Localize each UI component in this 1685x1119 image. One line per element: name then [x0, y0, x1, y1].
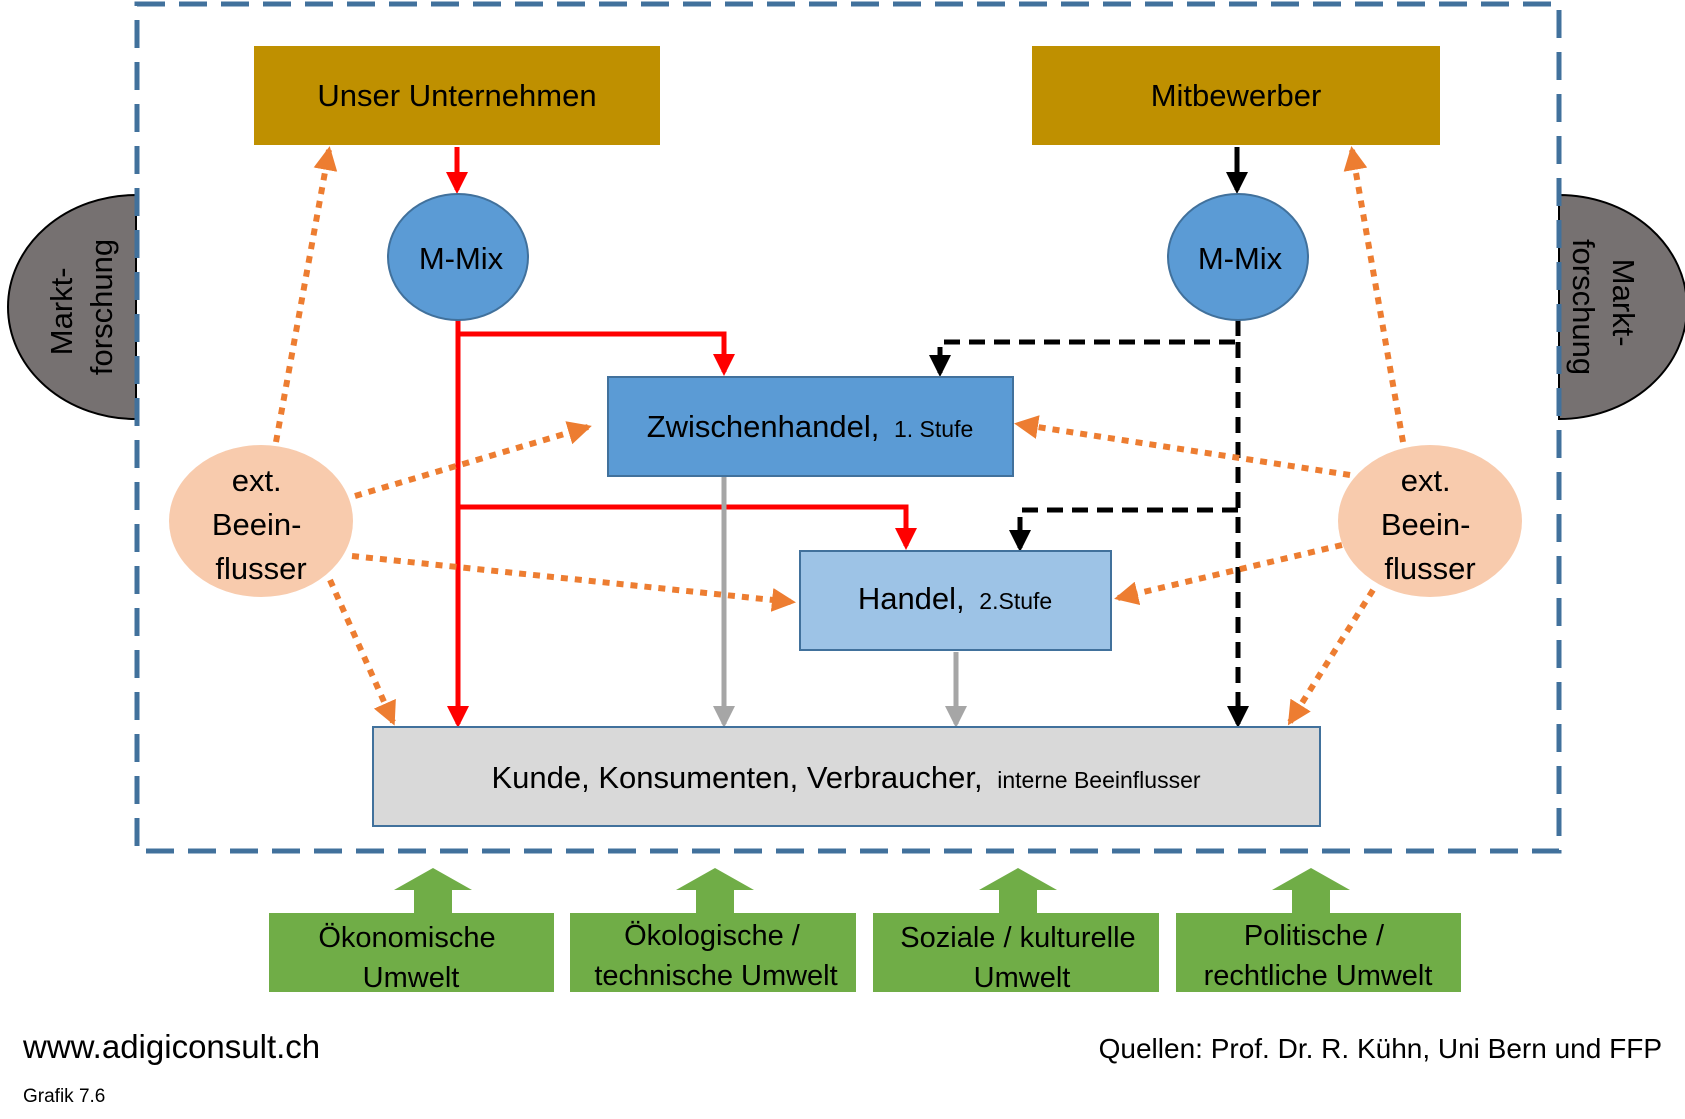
influencer-right: ext. Beein- flusser	[1338, 445, 1522, 597]
svg-text:Politische / rechtliche: Politische / rechtliche Umwelt	[1204, 920, 1433, 992]
orange-arrows-right	[1014, 146, 1406, 726]
intermediary-label: Zwischenhandel,	[647, 409, 880, 444]
mmix-right-label: M-Mix	[1198, 241, 1283, 276]
competitor-box: Mitbewerber	[1032, 46, 1440, 145]
svg-text:Handel, 2.Stufe: Handel, 2.Stufe	[858, 581, 1052, 616]
intermediary-sublabel: 1. Stufe	[894, 416, 973, 442]
svg-text:Markt- forschung: Markt- forschung	[1566, 239, 1641, 375]
retail-label: Handel,	[858, 581, 965, 616]
orange-arrow-right-to-intermediary	[1014, 415, 1351, 478]
company-box: Unser Unternehmen	[254, 46, 660, 145]
orange-arrow-left-to-retail	[351, 553, 796, 612]
svg-text:Kunde, Konsumenten, Verbrauche: Kunde, Konsumenten, Verbraucher, interne…	[491, 760, 1200, 795]
red-arrow-to-intermediary	[458, 331, 735, 376]
footer-graphic-number: Grafik 7.6	[23, 1086, 105, 1107]
environment-political-line2: rechtliche Umwelt	[1204, 960, 1433, 992]
market-research-right-line2: forschung	[1566, 239, 1601, 375]
environment-social-line1: Soziale / kulturelle	[900, 922, 1135, 954]
svg-text:Markt- forschung: Markt- forschung	[44, 239, 119, 375]
competitor-label: Mitbewerber	[1151, 78, 1322, 113]
svg-text:ext. Beein- flusse: ext. Beein- flusser	[1381, 463, 1479, 586]
retail-sublabel: 2.Stufe	[979, 588, 1052, 614]
svg-text:Zwischenhandel, 1. Stufe: Zwischenhandel, 1. Stufe	[647, 409, 974, 444]
market-research-left: Markt- forschung	[7, 193, 137, 421]
svg-text:Soziale / kulturelle Umw: Soziale / kulturelle Umwelt	[900, 922, 1143, 994]
orange-arrow-left-to-customer	[327, 578, 396, 726]
red-arrow-to-retail	[458, 504, 917, 550]
orange-arrow-right-to-competitor	[1343, 146, 1406, 443]
market-research-left-line2: forschung	[84, 239, 119, 375]
influencer-right-line2: Beein-	[1381, 507, 1471, 542]
orange-arrow-left-to-company	[273, 146, 338, 443]
footer-website: www.adigiconsult.ch	[22, 1028, 320, 1065]
mmix-left-label: M-Mix	[419, 241, 504, 276]
environment-economic-line2: Umwelt	[363, 962, 460, 994]
svg-text:Ökonomische Umwelt: Ökonomische Umwelt	[318, 922, 503, 994]
orange-arrow-left-to-intermediary	[354, 421, 592, 499]
environment-economic: Ökonomische Umwelt	[269, 868, 554, 994]
svg-text:ext. Beein- flusse: ext. Beein- flusser	[212, 463, 310, 586]
black-dashed-arrow-to-intermediary	[929, 320, 1241, 377]
environment-political: Politische / rechtliche Umwelt	[1176, 868, 1461, 992]
market-research-right: Markt- forschung	[1558, 193, 1685, 421]
influencer-right-line1: ext.	[1401, 463, 1451, 498]
black-dashed-arrow-to-retail	[1009, 507, 1238, 552]
orange-arrow-right-to-retail	[1114, 542, 1343, 606]
environment-social: Soziale / kulturelle Umwelt	[873, 868, 1159, 994]
mmix-right: M-Mix	[1167, 193, 1309, 321]
environment-social-line2: Umwelt	[974, 962, 1071, 994]
footer-sources: Quellen: Prof. Dr. R. Kühn, Uni Bern und…	[1099, 1033, 1662, 1064]
influencer-left-line3: flusser	[215, 551, 306, 586]
retail-box: Handel, 2.Stufe	[799, 550, 1112, 651]
market-research-left-line1: Markt-	[44, 267, 79, 355]
svg-text:Ökologische / technische: Ökologische / technische Umwelt	[594, 920, 837, 992]
orange-arrow-right-to-customer	[1287, 588, 1376, 726]
environment-political-line1: Politische /	[1244, 920, 1385, 952]
market-research-right-line1: Markt-	[1606, 259, 1641, 347]
environment-ecological: Ökologische / technische Umwelt	[570, 868, 856, 992]
company-label: Unser Unternehmen	[317, 78, 596, 113]
intermediary-box: Zwischenhandel, 1. Stufe	[607, 376, 1014, 477]
influencer-right-line3: flusser	[1384, 551, 1475, 586]
influencer-left-line2: Beein-	[212, 507, 302, 542]
influencer-left-line1: ext.	[232, 463, 282, 498]
mmix-left: M-Mix	[387, 193, 529, 321]
influencer-left: ext. Beein- flusser	[169, 445, 353, 597]
orange-arrows-left	[273, 146, 796, 726]
customer-sublabel: interne Beeinflusser	[997, 767, 1201, 793]
environment-ecological-line1: Ökologische /	[624, 920, 801, 952]
customer-box: Kunde, Konsumenten, Verbraucher, interne…	[372, 726, 1321, 827]
customer-label: Kunde, Konsumenten, Verbraucher,	[491, 760, 982, 795]
environment-ecological-line2: technische Umwelt	[594, 960, 837, 992]
environment-economic-line1: Ökonomische	[318, 922, 495, 954]
